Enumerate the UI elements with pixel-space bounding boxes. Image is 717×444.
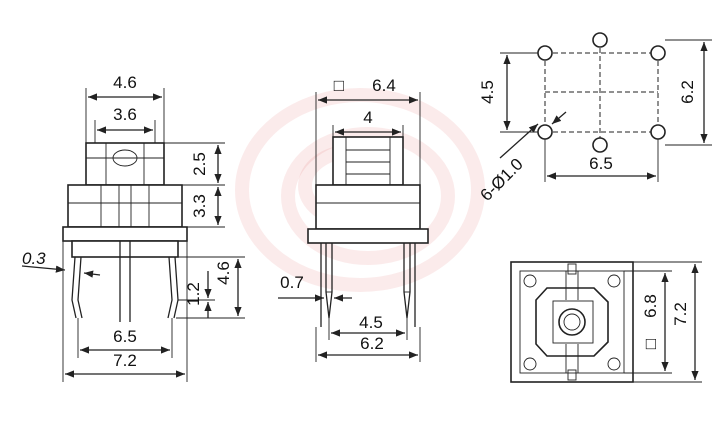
dim-front-lead-height-total: 4.6 <box>214 261 233 285</box>
dim-front-width-inner: 3.6 <box>113 105 137 124</box>
dim-top-inner-symbol: □ <box>641 339 660 349</box>
dim-pcb-pitch: 6.5 <box>589 154 613 173</box>
dim-front-width-top: 4.6 <box>113 73 137 92</box>
pcb-hole <box>592 32 608 48</box>
pcb-hole <box>537 45 553 61</box>
pcb-hole <box>650 45 666 61</box>
dim-side-lead-width: 0.7 <box>280 273 304 292</box>
dim-side-width-inner: 4 <box>363 108 372 127</box>
dim-side-width: 6.2 <box>360 334 384 353</box>
dim-side-square: 6.4 <box>372 76 396 95</box>
pcb-hole <box>650 124 666 140</box>
dim-pcb-height-right: 6.2 <box>678 80 697 104</box>
dim-front-lead-height-small: 1.2 <box>184 282 203 306</box>
pcb-layout: 4.5 6.2 6-Ø1.0 6.5 <box>477 32 712 205</box>
dim-front-width-overall: 7.2 <box>113 351 137 370</box>
dim-side-pitch: 4.5 <box>359 313 383 332</box>
pcb-hole <box>537 124 553 140</box>
dim-front-pitch: 6.5 <box>113 327 137 346</box>
dim-front-height-cap: 2.5 <box>190 152 209 176</box>
dim-front-height-body: 3.3 <box>190 194 209 218</box>
front-view: 4.6 3.6 2.5 3.3 1.2 4.6 0.3 6.5 <box>21 73 245 382</box>
dim-top-outer: 7.2 <box>671 302 690 326</box>
dim-side-square-symbol: □ <box>334 76 344 95</box>
side-view: □ 6.4 4 0.7 4.5 6.2 <box>278 76 429 362</box>
dim-front-lead-thickness: 0.3 <box>22 249 46 268</box>
pcb-hole <box>592 137 608 153</box>
dim-pcb-height-left: 4.5 <box>478 80 497 104</box>
top-view: 6.8 □ 7.2 <box>510 261 702 383</box>
dim-top-inner: 6.8 <box>641 294 660 318</box>
